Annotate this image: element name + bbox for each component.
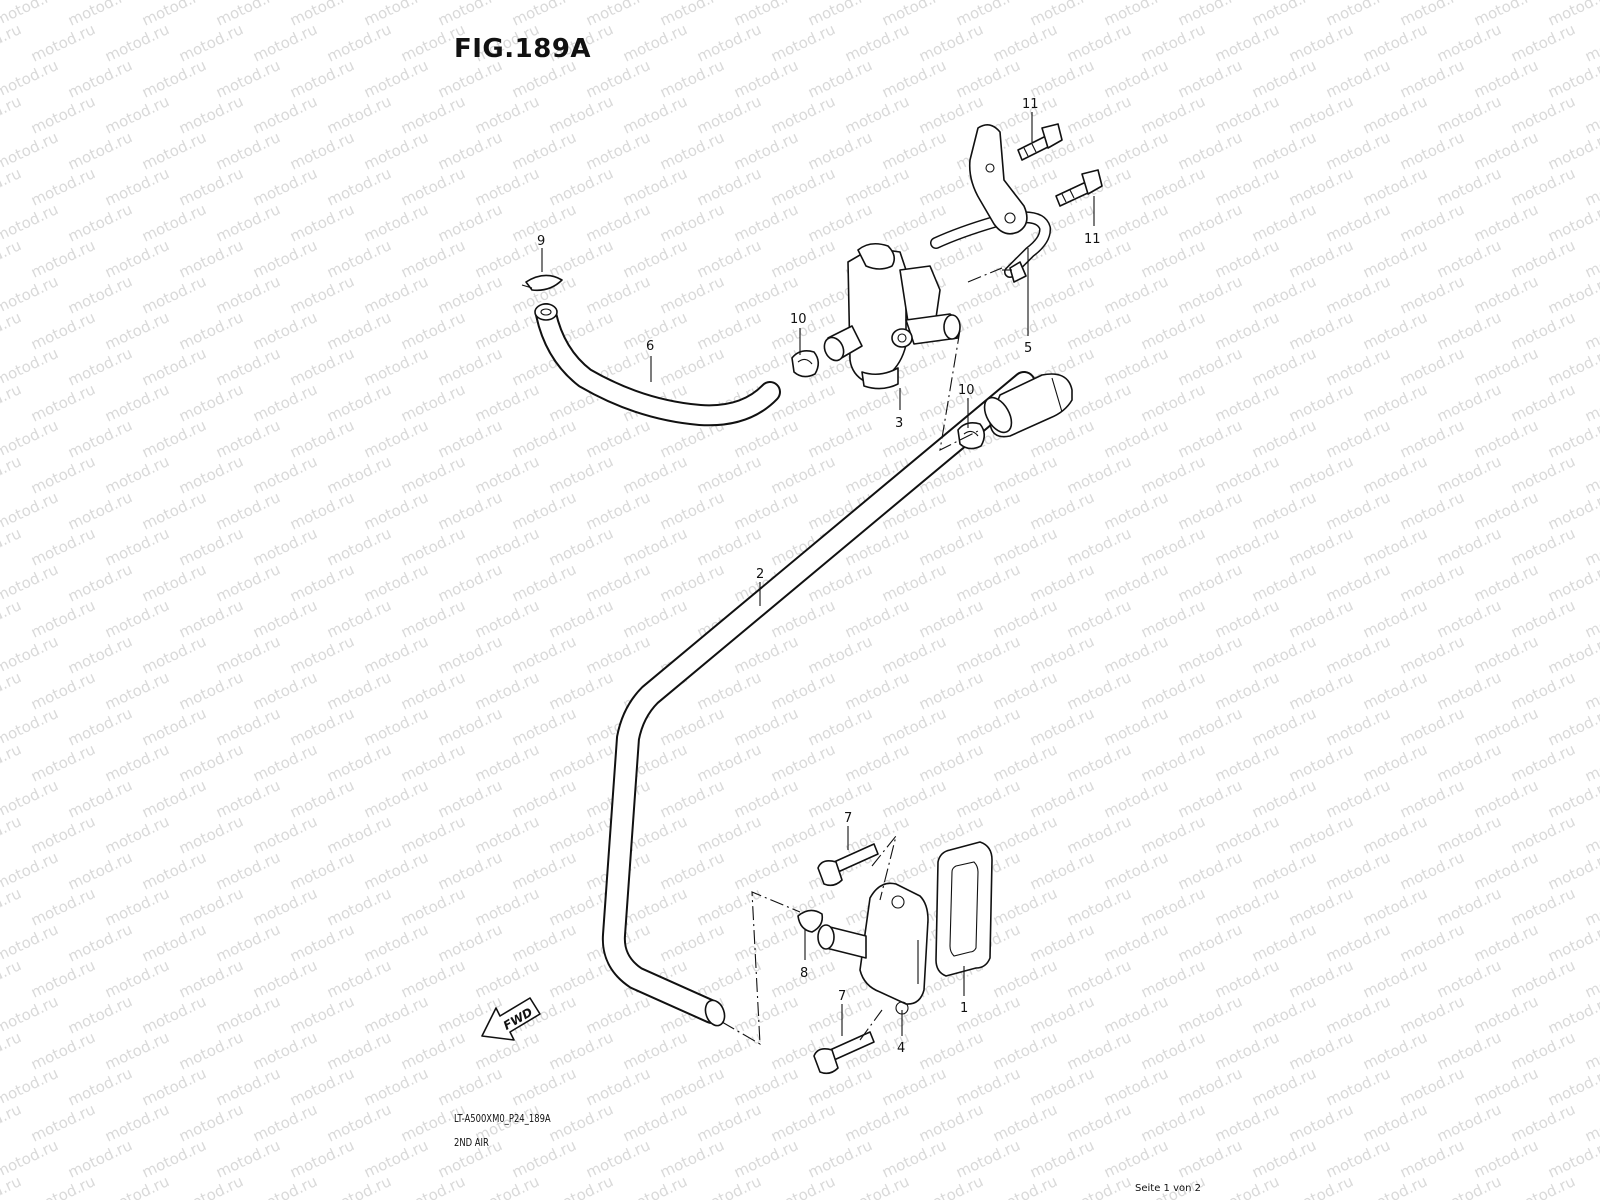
callout-10-b: 10 (958, 383, 975, 398)
leader-lines (541, 112, 1095, 1045)
part-9-clamp[interactable] (521, 274, 563, 292)
figure-title: FIG.189A (454, 34, 592, 64)
diagram-name: 2ND AIR (454, 1136, 489, 1149)
callout-2: 2 (756, 567, 764, 582)
part-6-hose[interactable] (534, 303, 781, 427)
part-11-bolt-a[interactable] (1017, 123, 1063, 161)
callout-7-a: 7 (844, 811, 852, 826)
part-8-o-ring[interactable] (797, 909, 824, 933)
page-indicator: Seite 1 von 2 (1135, 1183, 1201, 1194)
part-7-bolt-b[interactable] (813, 1031, 875, 1075)
callout-8: 8 (800, 966, 808, 981)
callout-4: 4 (897, 1041, 905, 1056)
diagram-code: LT-A500XM0_P24_189A (454, 1112, 551, 1125)
part-2-air-hose[interactable] (601, 371, 1073, 1028)
part-10-clamp-a[interactable] (791, 350, 820, 378)
callout-11-b: 11 (1084, 232, 1101, 247)
callout-7-b: 7 (838, 989, 846, 1004)
callout-9: 9 (537, 234, 545, 249)
part-11-bolt-b[interactable] (1055, 169, 1103, 207)
part-7-bolt-a[interactable] (817, 843, 879, 887)
callout-10-a: 10 (790, 312, 807, 327)
part-4-cover[interactable] (817, 882, 929, 1015)
part-3-air-valve[interactable] (821, 242, 961, 390)
part-10-clamp-b[interactable] (957, 422, 986, 450)
callout-3: 3 (895, 416, 903, 431)
fwd-arrow-icon: FWD (481, 997, 541, 1041)
part-5-pipe[interactable] (930, 124, 1052, 283)
callout-5: 5 (1024, 341, 1032, 356)
part-1-gasket[interactable] (935, 841, 993, 977)
callout-11-a: 11 (1022, 97, 1039, 112)
callout-6: 6 (646, 339, 654, 354)
callout-1: 1 (960, 1001, 968, 1016)
